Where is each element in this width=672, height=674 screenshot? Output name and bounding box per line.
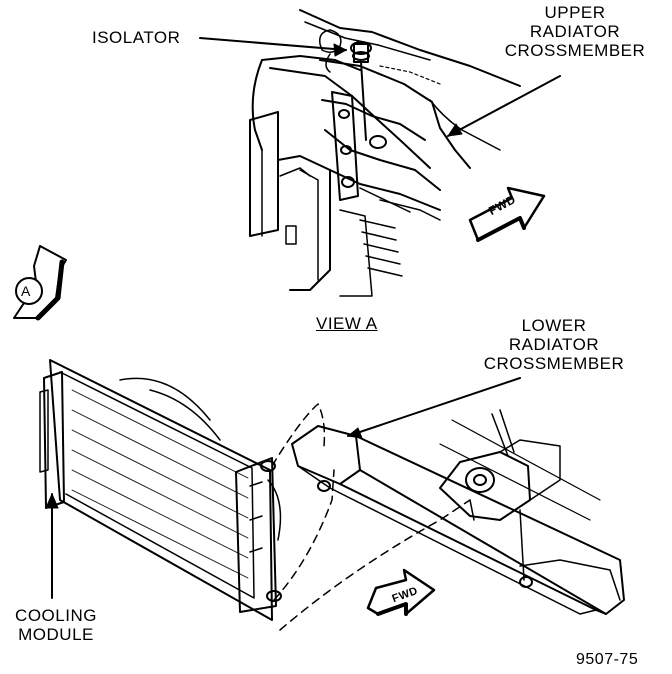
view-a-callout xyxy=(13,245,67,321)
upper-label-line-3: CROSSMEMBER xyxy=(504,41,646,60)
isolator-leader xyxy=(199,37,347,51)
lower-crossmember-leader xyxy=(347,377,521,437)
fwd-arrow-upper xyxy=(468,186,546,242)
upper-label-line-1: UPPER xyxy=(544,3,606,22)
figure-number: 9507-75 xyxy=(576,651,639,668)
cooling-label-line-1: COOLING xyxy=(15,606,97,625)
lower-radiator-crossmember-label: LOWER RADIATOR CROSSMEMBER xyxy=(466,316,642,373)
callout-a-letter: A xyxy=(21,283,31,299)
cooling-module-drawing xyxy=(39,359,282,621)
upper-radiator-crossmember-label: UPPER RADIATOR CROSSMEMBER xyxy=(490,3,660,60)
lower-label-line-1: LOWER xyxy=(521,316,587,335)
fwd-arrow-lower xyxy=(366,568,436,616)
view-a-label: VIEW A xyxy=(316,314,378,333)
cooling-label-line-2: MODULE xyxy=(18,625,94,644)
upper-label-line-2: RADIATOR xyxy=(529,22,621,41)
lower-label-line-3: CROSSMEMBER xyxy=(483,354,625,373)
upper-crossmember-detail xyxy=(249,9,521,297)
lower-crossmember-drawing xyxy=(291,409,625,615)
isolator-label: ISOLATOR xyxy=(92,28,181,47)
alignment-dashed-line xyxy=(271,403,326,467)
cooling-module-label: COOLING MODULE xyxy=(4,606,108,644)
lower-label-line-2: RADIATOR xyxy=(508,335,600,354)
upper-crossmember-leader xyxy=(447,75,561,137)
